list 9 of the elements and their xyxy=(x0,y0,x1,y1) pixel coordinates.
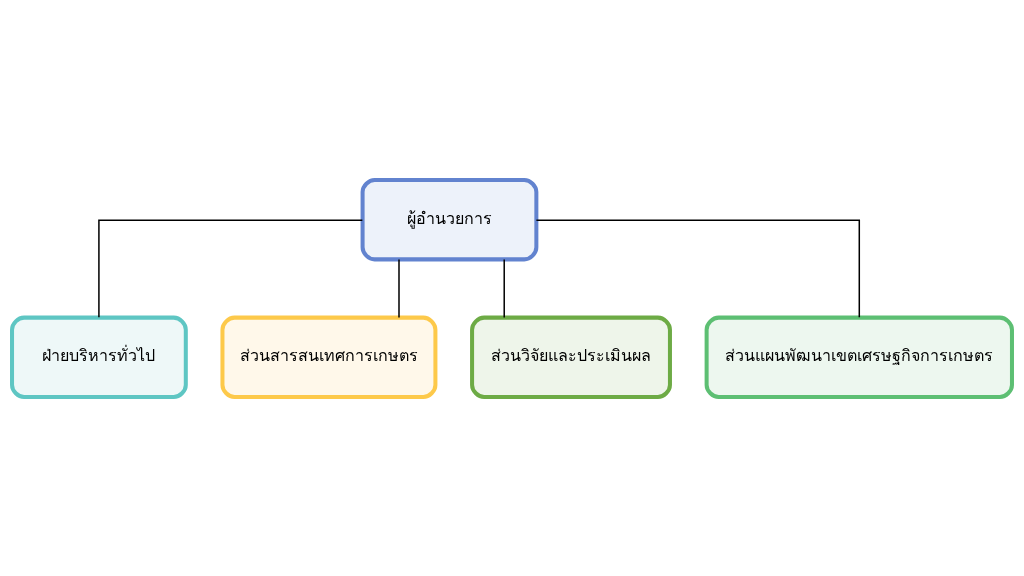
connector xyxy=(98,218,364,318)
node-box: ส่วนสารสนเทศการเกษตร xyxy=(220,315,438,399)
node-box: ส่วนวิจัยและประเมินผล xyxy=(470,315,672,399)
node-box: ฝ่ายบริหารทั่วไป xyxy=(10,315,188,399)
connector xyxy=(535,218,861,318)
connector xyxy=(503,258,505,318)
node-box: ส่วนแผนพัฒนาเขตเศรษฐกิจการเกษตร xyxy=(704,315,1014,399)
node-box: ผู้อำนวยการ xyxy=(360,177,539,261)
connector xyxy=(398,258,400,318)
